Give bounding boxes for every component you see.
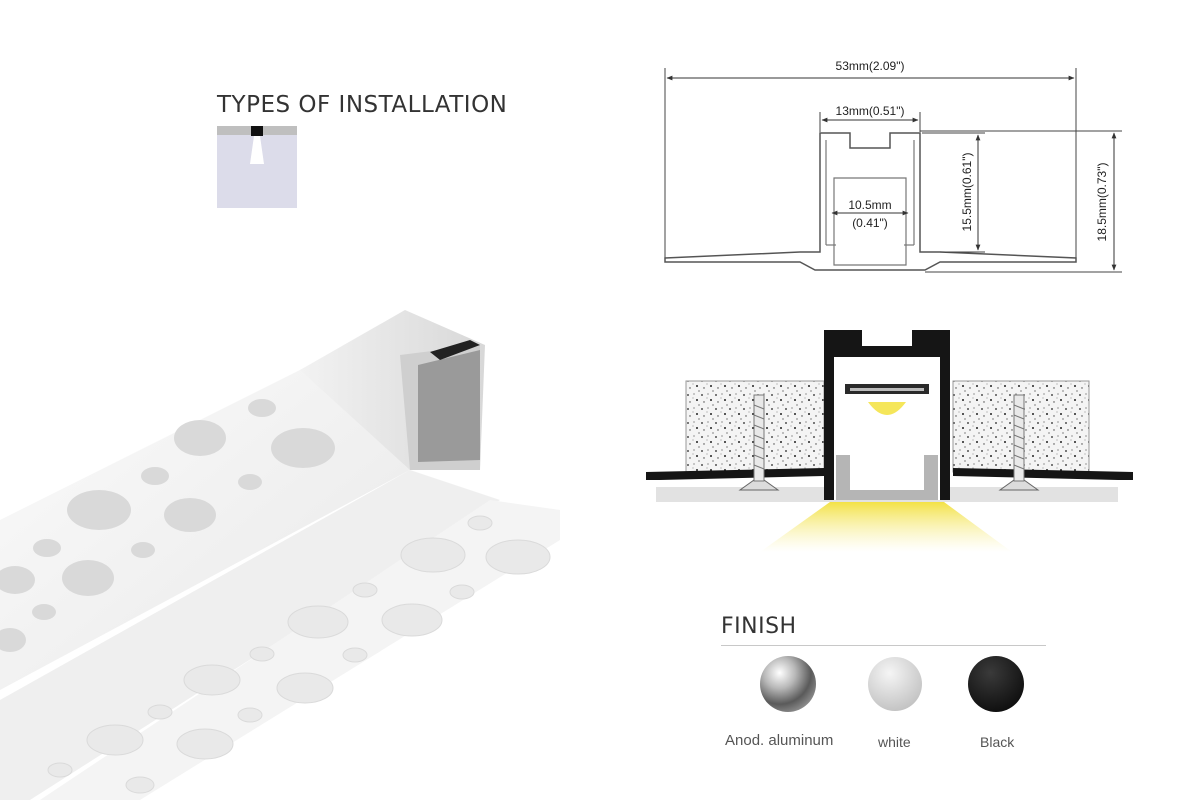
- inner-height-label: 15.5mm(0.61"): [960, 153, 974, 232]
- lower-perforation-holes: [47, 515, 551, 794]
- inner-width-mm-label: 10.5mm: [848, 198, 891, 212]
- thumbnail-profile: [251, 126, 263, 136]
- swatch-black: [968, 656, 1024, 712]
- profile-cavity: [834, 357, 940, 500]
- channel-interior: [418, 350, 480, 462]
- installation-type-thumbnail: [217, 126, 297, 208]
- finish-label-black: Black: [980, 734, 1015, 750]
- thumbnail-light-beam: [250, 136, 264, 164]
- inner-width-in-label: (0.41"): [852, 216, 888, 230]
- perforation-holes: [0, 399, 335, 652]
- profile-outline: [664, 132, 1077, 271]
- finish-label-anodized-aluminum: Anod. aluminum: [725, 732, 834, 749]
- screw-left: [738, 394, 780, 491]
- finish-swatches: [760, 656, 1024, 712]
- screw-right: [998, 394, 1040, 491]
- installation-title: TYPES OF INSTALLATION: [217, 92, 508, 118]
- profile-flange-right: [953, 468, 1133, 480]
- swatch-white: [868, 657, 922, 711]
- profile-flange-left: [646, 468, 824, 480]
- installation-cross-section: [646, 330, 1133, 552]
- overall-width-label: 53mm(2.09"): [836, 59, 905, 73]
- diffuser: [836, 455, 938, 500]
- opening-width-label: 13mm(0.51"): [836, 104, 905, 118]
- finish-title: FINISH: [721, 614, 797, 639]
- finish-label-white: white: [878, 734, 911, 750]
- lower-flange: [40, 500, 560, 800]
- dimension-drawing: 53mm(2.09") 13mm(0.51") 10.5mm (0.41") 1…: [664, 59, 1122, 273]
- swatch-anodized-aluminum: [760, 656, 816, 712]
- overall-height-label: 18.5mm(0.73"): [1095, 163, 1109, 242]
- light-beam: [760, 502, 1012, 552]
- diffuser-face: [0, 470, 500, 800]
- product-render: [0, 310, 560, 800]
- led-glow: [868, 402, 906, 415]
- finish-divider: [721, 645, 1046, 646]
